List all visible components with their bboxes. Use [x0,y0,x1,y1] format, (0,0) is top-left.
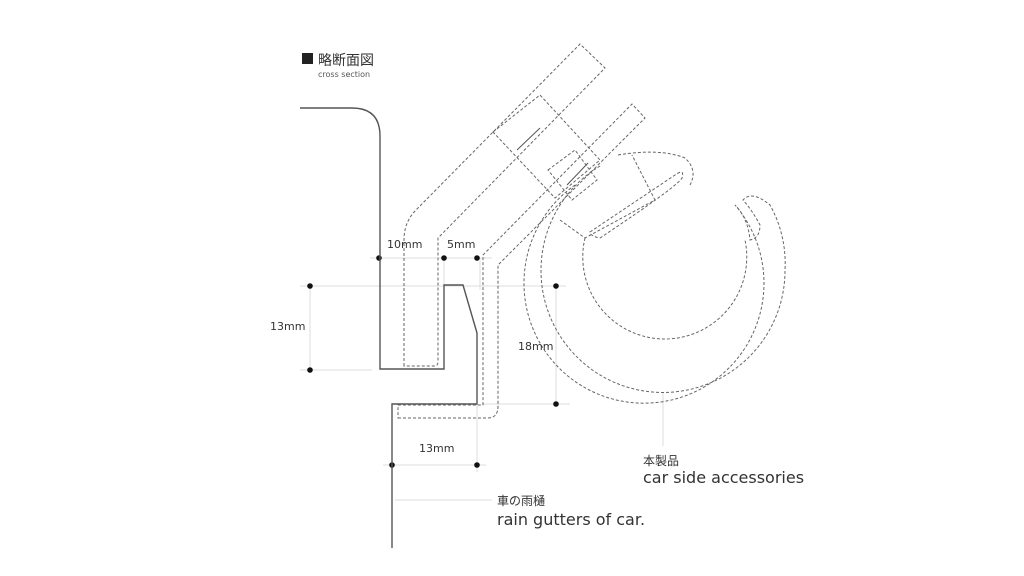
header-title-en: cross section [318,70,371,79]
product-label-en: car side accessories [643,468,805,487]
product-outline [397,43,786,419]
gutter-label-en: rain gutters of car. [497,510,646,529]
solid-joint-line [566,162,589,186]
dim-label-10mm: 10mm [387,238,423,251]
dimension-guides [300,257,664,501]
dim-label-18mm: 18mm [518,340,554,353]
header-title-ja: 略断面図 [318,53,374,69]
gutter-label-ja: 車の雨樋 [497,494,546,508]
dimension-dots [307,255,559,468]
dim-label-13mm-height: 13mm [270,320,306,333]
product-label-ja: 本製品 [643,454,680,468]
car-body-outline [300,107,478,548]
dim-label-5mm: 5mm [447,238,476,251]
dim-label-13mm-width: 13mm [419,442,455,455]
header-square-icon [302,53,313,64]
solid-joint-line [516,127,541,151]
